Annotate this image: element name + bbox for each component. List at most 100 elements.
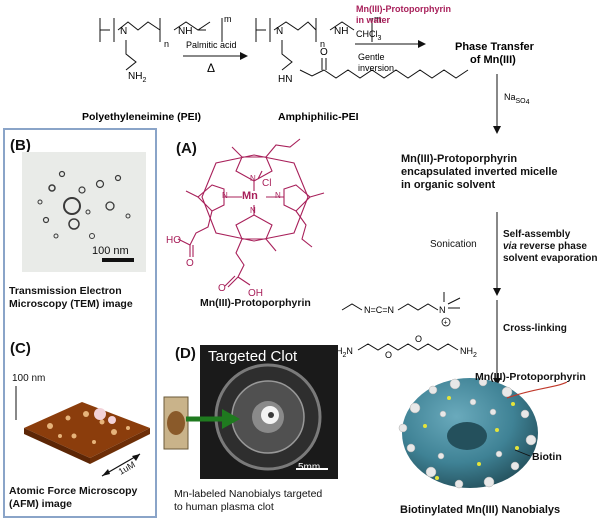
pyrrole-bottom [235,214,273,240]
self-assembly-line-1: Self-assembly [503,229,571,240]
clot-photo-clot [167,411,185,435]
mn-center-label: Mn [242,190,258,202]
propionic-left-chain [189,210,213,246]
mri-title: Targeted Clot [208,348,298,365]
amph-n-index: n [320,39,325,49]
green-arrow-head [222,409,240,429]
carboxyl-ho-label: HO [166,235,181,246]
propionic-bottom-chain [235,238,245,278]
tem-caption-line-2: Microscopy (TEM) image [9,298,133,310]
amph-n-atom: N [276,26,283,37]
carboxyl-oh-label: OH [248,288,263,299]
panel-d-caption: Mn-labeled Nanobialys targeted to human … [174,488,322,514]
cl-ligand-label: Cl [262,178,272,189]
pei-nh2: NH2 [128,71,146,84]
mri-panel [163,345,338,479]
mri-scalebar-label: 5mm [298,462,321,473]
positive-charge-circle [441,317,451,327]
crosslinker-structures: N=C=N N + H2N O O NH2 [336,292,477,360]
pei-n-atom: N [120,26,127,37]
mn-protoporphyrin-pointer-label: Mn(III)-Protoporphyrin [475,371,586,383]
final-product-label: Biotinylated Mn(III) Nanobialys [400,504,561,516]
micelle-line-1: Mn(III)-Protoporphyrin [401,153,518,165]
panel-d-caption-line-1: Mn-labeled Nanobialys targeted [174,488,323,500]
afm-z-scale-label: 100 nm [12,373,46,384]
amph-o: O [320,47,328,58]
vinyl-top [265,138,301,158]
porphyrin-macrocycle [201,154,309,242]
n-atom-right: N [275,191,281,200]
methyl-left [185,190,199,198]
gentle-label: Gentle [358,52,385,62]
micelle-line-3: in organic solvent [401,179,496,191]
ammonium-n: N [439,305,446,315]
ethyl-chain [341,303,363,311]
na2so4-label: NaSO4 [504,92,530,106]
via-italic: via [503,241,517,252]
mn-pointer-line [506,381,568,399]
carbodiimide-text: N=C=N [364,305,394,315]
afm-length-arrow-head-2 [132,454,140,461]
reagent-chcl3: CHCl3 [356,29,382,42]
reagent-mn-pp: Mn(III)-Protoporphyrin [356,4,451,14]
heat-symbol: Δ [207,61,215,75]
panel-a-caption: Mn(III)-Protoporphyrin [200,297,311,309]
inversion-label: inversion [358,63,394,73]
mn-protoporphyrin-structure [177,138,325,288]
self-assembly-label: Self-assembly via reverse phase solvent … [503,229,597,265]
micelle-description: Mn(III)-Protoporphyrin encapsulated inve… [401,153,558,192]
afm-large-particles [94,408,116,424]
panel-d-caption-line-2: to human plasma clot [174,501,274,513]
amph-hn: HN [278,74,292,85]
mri-clot-core [268,412,274,418]
methyl-groups [443,292,461,309]
phase-transfer-line2: of Mn(III) [470,54,516,66]
carboxyl-bottom [224,275,251,288]
torus-hole [447,422,487,450]
afm-length-arrow-head-1 [102,469,110,476]
afm-caption-line-1: Atomic Force Microscopy [9,485,138,497]
n-atom-left: N [222,191,228,200]
self-assembly-line-3: solvent evaporation [503,253,598,264]
flow-arrow-2-head [493,288,501,296]
reverse-phase-text: reverse phase [516,241,587,252]
n-atom-bottom: N [250,206,256,215]
pyrrole-top [235,156,273,182]
process-flow: NaSO4 [493,74,530,386]
pyrrole-left [197,184,225,212]
pei-m-index: m [224,14,232,24]
biotin-label: Biotin [532,451,562,463]
reagent-in-water: in water [356,15,391,25]
reaction-arrow-1-head [240,52,248,60]
methyl-bottom [265,238,277,252]
ether-o-2: O [415,334,422,344]
panel-b-letter: (B) [10,137,31,154]
tem-image [22,152,146,272]
ether-o-1: O [385,350,392,360]
afm-caption: Atomic Force Microscopy (AFM) image [9,485,137,511]
afm-surface-edge-right [90,428,150,464]
pei-n-index: n [164,39,169,49]
bond-mn-cl [257,170,263,180]
micelle-line-2: encapsulated inverted micelle [401,166,558,178]
flow-arrow-1-head [493,126,501,134]
panel-c-letter: (C) [10,340,31,357]
tem-scalebar [102,258,134,262]
tem-caption-line-1: Transmission Electron [9,285,122,297]
carboxyl-o-label-bottom: O [218,283,226,294]
tem-particles [37,170,131,239]
tem-scalebar-label: 100 nm [92,245,129,257]
reaction-arrow-2-head [418,40,426,48]
vinyl-right [295,210,313,248]
n-atom-top: N [250,174,256,183]
amphiphilic-pei-structure [255,18,469,79]
amph-m-index: m [374,14,382,24]
propyl-chain [397,303,439,311]
diamine-left: H2N [336,346,353,359]
diamine-right: NH2 [460,346,477,359]
nanobialy-illustration [398,377,568,489]
afm-caption-line-2: (AFM) image [9,498,72,510]
cross-linking-label: Cross-linking [503,323,567,334]
peg-chain [357,343,459,351]
pei-nh: NH [178,26,192,37]
